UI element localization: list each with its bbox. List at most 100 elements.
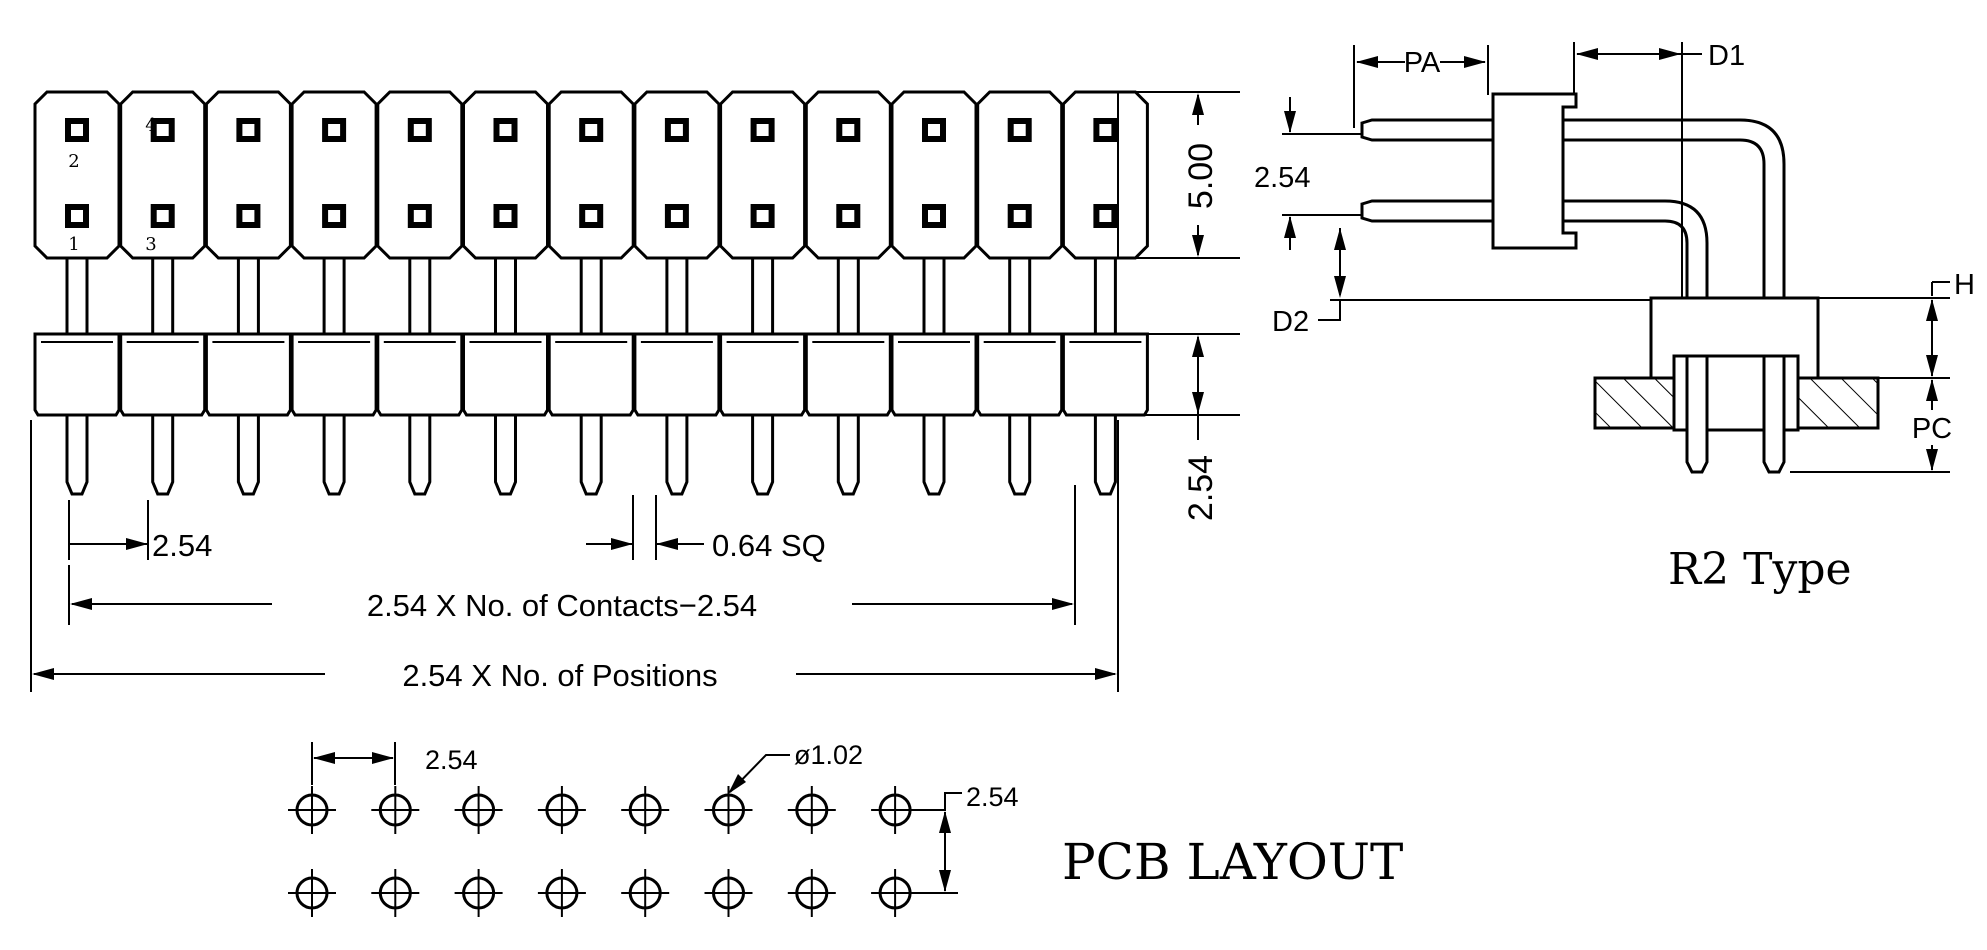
pin-tail [151, 413, 175, 496]
contact-pad-hole [413, 124, 426, 136]
pin-shank [1008, 256, 1032, 336]
housing-top [204, 90, 292, 260]
contact-pad-hole [71, 210, 83, 222]
contact-housings [33, 90, 1149, 417]
pcb-hole [704, 869, 753, 917]
contact-pad-hole [156, 210, 169, 222]
housing-bottom [33, 332, 121, 417]
front-view: 2 4 1 3 5.00 2.54 [30, 90, 1240, 693]
housing-bottom [719, 332, 807, 417]
housing-bottom [290, 332, 378, 417]
dim-contacts-span: 2.54 X No. of Contacts−2.54 [68, 485, 1076, 625]
contact-housing [1061, 90, 1149, 417]
pcb-layout-caption: PCB LAYOUT [1062, 833, 1403, 891]
housing-bottom [204, 332, 292, 417]
label-pc: PC [1912, 413, 1952, 445]
pin-tail [65, 413, 89, 496]
housing-bottom [633, 332, 721, 417]
contact-pad-hole [756, 210, 769, 222]
contact-pad-hole [1013, 210, 1026, 222]
pin-shank [751, 256, 775, 336]
pcb-pitch-x-label: 2.54 [425, 745, 478, 775]
contact-pad-hole [670, 124, 683, 136]
label-d2: D2 [1272, 306, 1309, 338]
pin-number-4: 4 [145, 115, 156, 136]
contact-pad-hole [842, 124, 855, 136]
contact-pad-hole [71, 124, 83, 136]
contact-pad-hole [499, 124, 512, 136]
pcb-hole [787, 869, 836, 917]
pin-shank [65, 256, 89, 336]
contact-housing [547, 90, 635, 417]
pin-shank [1093, 256, 1117, 336]
pin-tail [494, 413, 517, 496]
housing-top [33, 90, 121, 260]
pin-number-2: 2 [68, 151, 79, 172]
contact-pad-hole [842, 210, 855, 222]
pin-tail [322, 413, 346, 496]
dim-height-bottom: 2.54 [1124, 333, 1240, 521]
pcb-pitch-y-label: 2.54 [966, 782, 1019, 812]
dim-pin-size-label: 0.64 SQ [712, 528, 826, 563]
pin-tail [665, 413, 689, 496]
label-h: H [1954, 269, 1975, 301]
contact-pad-hole [413, 210, 426, 222]
contact-pad-hole [242, 124, 255, 136]
contact-housing [119, 90, 207, 417]
contact-pad-hole [1099, 210, 1112, 222]
pin-tail [408, 413, 432, 496]
housing-top [547, 90, 635, 260]
contact-housing [633, 90, 721, 417]
housing-top [1061, 90, 1149, 260]
pin-tail [922, 413, 946, 496]
label-d1: D1 [1708, 40, 1745, 72]
pin-tail [836, 413, 860, 496]
contact-pad-hole [585, 124, 598, 136]
housing-top [290, 90, 378, 260]
contact-pad-hole [328, 210, 341, 222]
pcb-hole [288, 869, 336, 917]
contact-housing [376, 90, 464, 417]
housing-top [376, 90, 464, 260]
contact-housing [204, 90, 292, 417]
housing-bottom [547, 332, 635, 417]
housing-top [804, 90, 892, 260]
contact-pad-hole [499, 210, 512, 222]
pin-shank [836, 256, 860, 336]
side-view: PA D1 2.54 D2 [1254, 40, 1975, 595]
pcb-hole [704, 786, 753, 834]
pin-tail [1008, 413, 1032, 496]
pin-tails [65, 413, 1117, 496]
housing-bottom [1061, 332, 1149, 417]
housing-top [976, 90, 1064, 260]
label-pa: PA [1404, 47, 1441, 79]
contact-housing [462, 90, 549, 417]
housing-top [633, 90, 721, 260]
contact-pad-hole [756, 124, 769, 136]
contact-housing [890, 90, 978, 417]
pcb-hole [371, 869, 420, 917]
pin-shank [494, 256, 517, 336]
contact-pad-hole [328, 124, 341, 136]
pcb-hole [621, 869, 670, 917]
contact-housing [33, 90, 121, 417]
housing-bottom [804, 332, 892, 417]
housing-bottom [376, 332, 464, 417]
contact-pad-hole [585, 210, 598, 222]
pcb-hole [621, 786, 670, 834]
contact-pad-hole [1013, 124, 1026, 136]
pin-shank [151, 256, 175, 336]
housing-top [462, 90, 549, 260]
pin-shank [236, 256, 260, 336]
pcb-hole [371, 786, 420, 834]
contact-pad-hole [928, 124, 940, 136]
pcb-hole [537, 869, 586, 917]
contact-pad-hole [242, 210, 255, 222]
housing-bottom [119, 332, 207, 417]
pin-number-1: 1 [68, 234, 79, 255]
side-view-caption: R2 Type [1668, 544, 1852, 595]
contact-pad-hole [670, 210, 683, 222]
pin-shank [408, 256, 432, 336]
label-row-pitch: 2.54 [1254, 162, 1310, 194]
